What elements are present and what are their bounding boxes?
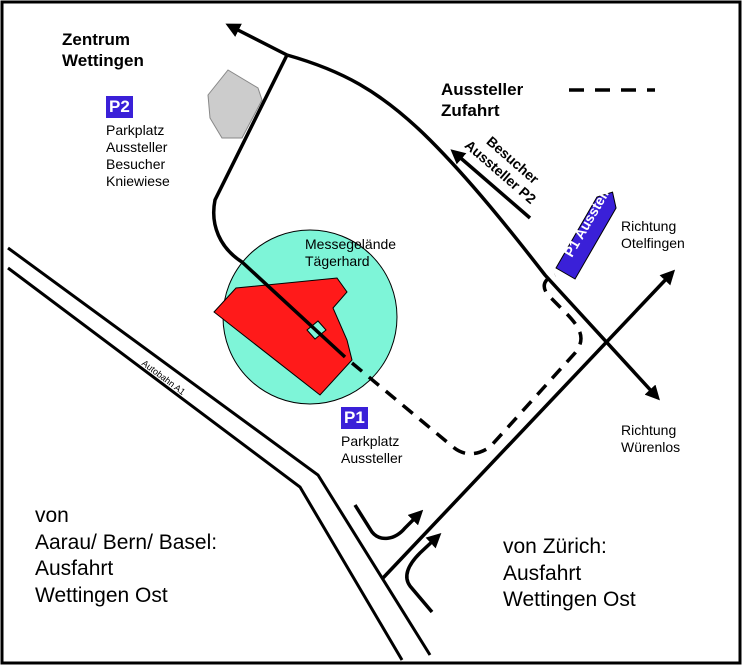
- aussteller-route: [350, 273, 583, 456]
- road-north: [286, 53, 660, 401]
- autobahn-a1-lower: [7, 266, 404, 661]
- besucher-arrow: [450, 149, 532, 220]
- road-otelfingen: [381, 269, 676, 580]
- autobahn-a1-upper: [7, 246, 432, 656]
- label-otelfingen: Richtung Otelfingen: [621, 218, 685, 252]
- label-wuerenlos: Richtung Würenlos: [621, 422, 681, 456]
- exit-arrow-left: [353, 504, 424, 541]
- label-aussteller-zufahrt: Aussteller Zufahrt: [441, 80, 524, 120]
- label-messegelaende: Messegelände Tägerhard: [305, 236, 397, 270]
- road-north-west-arrow: [225, 23, 288, 57]
- label-p1-parkplatz: Parkplatz Aussteller: [341, 433, 403, 467]
- road-west: [212, 54, 347, 359]
- exit-arrow-right: [405, 532, 442, 614]
- label-von-aarau: von Aarau/ Bern/ Basel: Ausfahrt Wetting…: [35, 504, 218, 607]
- parking-p2-area: [207, 69, 263, 139]
- p1-aussteller-sign: [555, 191, 617, 280]
- label-von-zuerich: von Zürich: Ausfahrt Wettingen Ost: [503, 535, 636, 612]
- label-p2-parkplatz: Parkplatz Aussteller Besucher Kniewiese: [106, 122, 170, 190]
- badge-p2: P2: [106, 96, 133, 118]
- label-zentrum: Zentrum Wettingen: [62, 30, 144, 70]
- exhibition-hall: [213, 277, 353, 396]
- badge-p1: P1: [341, 407, 368, 429]
